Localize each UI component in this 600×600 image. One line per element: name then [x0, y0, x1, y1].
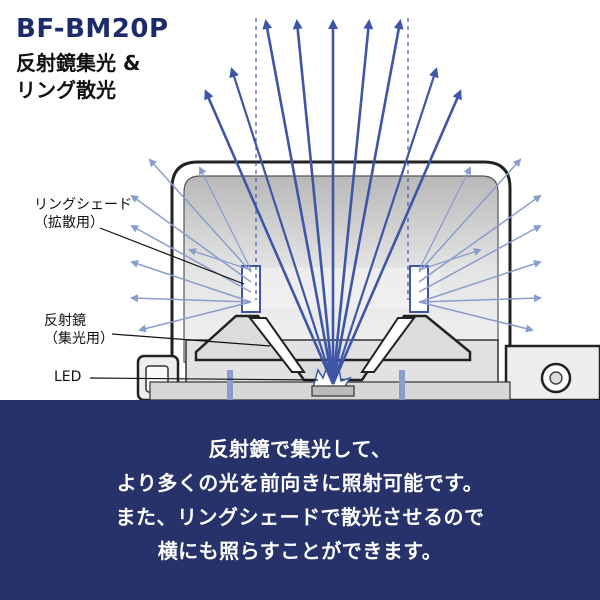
- reflector-label: 反射鏡 （集光用）: [44, 312, 114, 348]
- reflector-label-name: 反射鏡: [44, 313, 86, 329]
- beam-boundary-lines: [255, 18, 409, 300]
- caption-panel: 反射鏡で集光して、 より多くの光を前向きに照射可能です。 また、リングシェードで…: [0, 400, 600, 600]
- subtitle-line: 反射鏡集光 &: [16, 51, 141, 75]
- subtitle: 反射鏡集光 & リング散光: [16, 50, 169, 104]
- label-leaders: [89, 227, 319, 381]
- caption-line: 反射鏡で集光して、: [208, 437, 392, 461]
- light-ray: [418, 166, 471, 271]
- light-ray: [331, 89, 462, 385]
- diffused-light-rays: [130, 158, 542, 333]
- caption-line: より多くの光を前向きに照射可能です。: [116, 471, 484, 495]
- led-label: LED: [54, 369, 82, 385]
- light-ray: [188, 248, 252, 271]
- light-ray: [130, 194, 252, 283]
- caption-line: また、リングシェードで散光させるので: [115, 505, 485, 529]
- light-ray: [138, 301, 252, 333]
- light-ray: [331, 19, 374, 385]
- light-ray: [199, 166, 252, 271]
- light-ray: [418, 301, 534, 333]
- light-ray: [331, 67, 439, 385]
- side-mount-right: [504, 344, 600, 400]
- model-name: BF-BM20P: [16, 14, 169, 44]
- reflector-label-purpose: （集光用）: [44, 331, 114, 347]
- light-ray: [418, 260, 542, 303]
- caption-line: 横にも照らすことができます。: [157, 539, 443, 563]
- light-ray: [204, 89, 335, 385]
- light-ray: [262, 19, 335, 385]
- subtitle-line: リング散光: [16, 78, 116, 102]
- light-ray: [148, 158, 252, 273]
- light-ray: [130, 225, 252, 293]
- light-ray: [418, 294, 542, 303]
- light-ray: [229, 67, 335, 385]
- title-block: BF-BM20P 反射鏡集光 & リング散光: [16, 14, 169, 104]
- ring-shade-label-name: リングシェード: [34, 197, 132, 213]
- light-ray: [418, 158, 522, 273]
- focused-light-rays: [204, 19, 462, 385]
- light-ray: [418, 225, 542, 293]
- light-ray: [130, 294, 252, 303]
- light-ray: [418, 248, 482, 271]
- light-ray: [418, 194, 542, 283]
- light-ray: [331, 19, 404, 385]
- reflector: [194, 314, 472, 382]
- lamp-cross-section-diagram: [89, 18, 600, 400]
- light-ray: [292, 19, 335, 385]
- light-ray: [130, 260, 252, 303]
- ring-shade-label-purpose: （拡散用）: [34, 215, 104, 231]
- ring-shade-label: リングシェード （拡散用）: [34, 196, 132, 232]
